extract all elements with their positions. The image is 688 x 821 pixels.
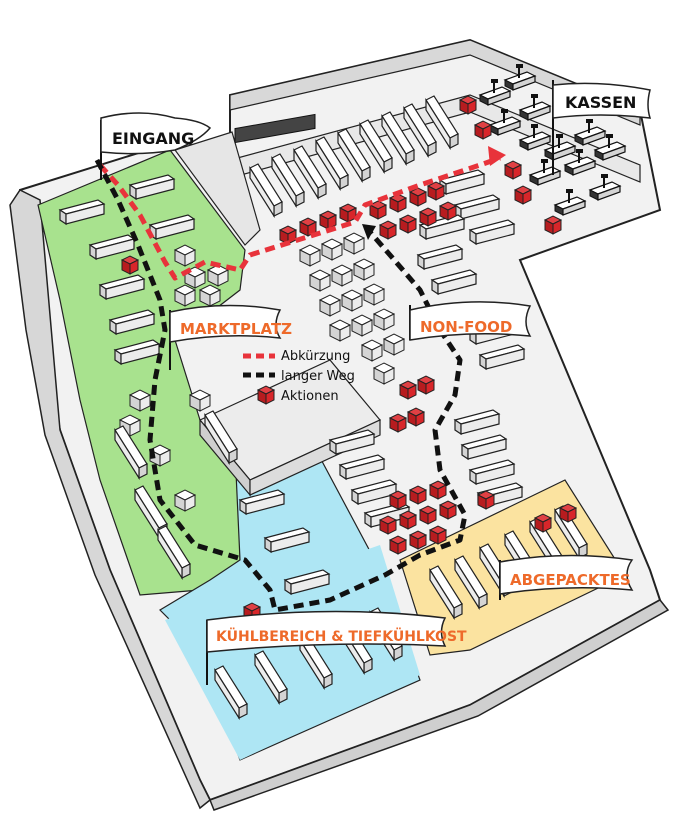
shortcut-route: [98, 155, 501, 281]
checkout-label: KASSEN: [565, 93, 636, 112]
long-route: [94, 158, 468, 613]
legend: Abkürzung langer Weg Aktionen: [243, 349, 355, 405]
legend-shortcut-label: Abkürzung: [281, 349, 350, 364]
cooling-label: KÜHLBEREICH & TIEFKÜHLKOST: [216, 627, 467, 645]
marketplace-flag: MARKTPLATZ: [169, 304, 292, 370]
legend-promotion-swatch: [257, 385, 275, 405]
checkout-flag: KASSEN: [552, 80, 652, 175]
nonfood-flag: NON-FOOD: [409, 301, 532, 341]
shortcut-arrow: [488, 146, 506, 166]
legend-promotion-label: Aktionen: [281, 389, 339, 404]
packaged-flag: ABGEPACKTES: [499, 554, 634, 600]
long-route-arrow: [362, 224, 376, 240]
packaged-label: ABGEPACKTES: [510, 571, 631, 589]
shopping-carts: [234, 113, 316, 144]
nonfood-label: NON-FOOD: [420, 318, 512, 336]
entrance-flag: EINGANG: [100, 112, 212, 180]
cooling-flag: KÜHLBEREICH & TIEFKÜHLKOST: [206, 610, 467, 685]
entrance-label: EINGANG: [112, 129, 194, 148]
marketplace-label: MARKTPLATZ: [180, 320, 292, 338]
legend-long-way-label: langer Weg: [281, 369, 355, 384]
